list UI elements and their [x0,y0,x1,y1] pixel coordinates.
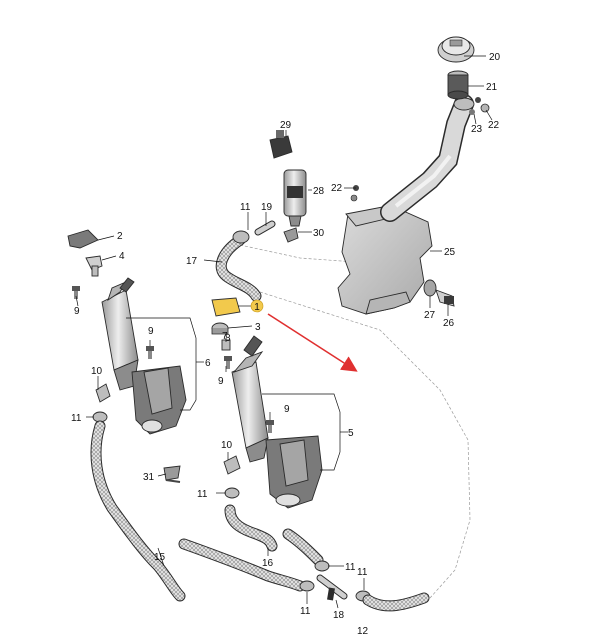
callout-12: 12 [357,626,369,637]
hose-17 [215,234,262,302]
callout-31: 31 [143,472,155,483]
callout-11-d: 11 [345,562,356,573]
t-piece-18 [316,574,348,601]
part-1-shape [211,297,241,317]
callout-3: 3 [255,322,261,333]
callout-7: 7 [222,331,228,342]
clamp-11-right [224,487,240,499]
hose-bottom-right [362,592,430,612]
callout-20: 20 [489,52,501,63]
part-3-spacer [211,322,229,335]
callout-25: 25 [444,247,456,258]
connector-19 [254,220,276,236]
callout-10-a: 10 [91,366,103,377]
bracket-left [131,365,187,435]
bolt-9-right-b [266,420,274,433]
callout-16: 16 [262,558,274,569]
callout-9-a: 9 [74,306,80,317]
callout-5: 5 [348,428,354,439]
highlight-arrow-line [267,313,358,372]
callout-1-badge [250,299,264,313]
callout-21: 21 [486,82,498,93]
callout-15: 15 [154,552,166,563]
washer-reservoir [337,205,433,315]
hose-16 [224,504,324,566]
elbow-10-right [223,455,241,475]
callout-9-c: 9 [218,376,224,387]
pump-small-parts [350,185,359,202]
callout-2: 2 [117,231,123,242]
pump-grommet [283,227,299,243]
bolt-9-left-a [72,286,80,299]
washer-pump [283,169,307,227]
callout-11-c: 11 [197,489,208,500]
clamp-11-upper [232,230,250,244]
callout-29: 29 [280,120,292,131]
clip-31 [163,465,181,483]
bracket-right [265,435,323,509]
leader-lines [75,55,493,609]
telescopic-cylinder-left [101,277,139,391]
callout-9-d: 9 [284,404,290,415]
callout-22-b: 22 [331,183,343,194]
part-1-highlighted [211,297,241,317]
callout-11-b: 11 [71,413,82,424]
callout-11-f: 11 [357,567,368,578]
callout-18: 18 [333,610,345,621]
neck-small-parts [469,97,490,115]
highlight-arrow [267,313,358,372]
filler-strainer [447,70,469,100]
level-sensor [423,279,455,307]
nozzle-cap-2 [67,229,99,249]
elbow-10-left [95,383,111,403]
callout-27: 27 [424,310,436,321]
connector-4 [85,255,103,277]
callout-26: 26 [443,318,455,329]
bolt-9-left-b [146,346,154,359]
routing-dashed-lines [239,244,471,599]
callout-17: 17 [186,256,198,267]
callout-10-b: 10 [221,440,233,451]
bolt-9-right-a [224,356,232,369]
callout-11-a: 11 [240,202,251,213]
pump-connector [269,130,293,159]
clamp-11-bottom-b [299,580,315,592]
clamp-11-bottom-a [314,560,330,572]
filler-neck-pipe [380,94,475,222]
telescopic-cylinder-right [231,335,269,463]
callout-19: 19 [261,202,273,213]
callout-9-b: 9 [148,326,154,337]
callout-1: 1 [254,302,260,313]
callout-28: 28 [313,186,325,197]
callout-30: 30 [313,228,325,239]
callout-6: 6 [205,358,211,369]
filler-cap [437,36,475,63]
callout-22-a: 22 [488,120,500,131]
callout-23: 23 [471,124,483,135]
callout-11-e: 11 [300,606,311,617]
callout-8: 8 [225,333,231,344]
callout-4: 4 [119,251,125,262]
hose-15 [90,420,306,602]
callout-labels: 1 2 3 4 5 6 7 8 9 9 9 9 10 10 11 11 11 1… [71,52,501,637]
